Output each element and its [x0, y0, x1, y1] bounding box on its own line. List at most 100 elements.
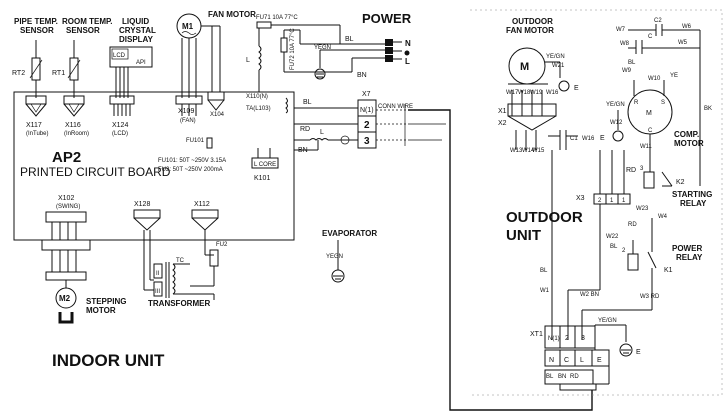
w9-label: W9: [622, 68, 632, 74]
tc-label: TC: [176, 258, 185, 264]
power-relay-label-2: RELAY: [676, 253, 703, 262]
comp-ye-gn-label: YE/GN: [606, 102, 625, 108]
lcd-label-3: DISPLAY: [119, 35, 154, 44]
k1-label: K1: [664, 267, 673, 274]
x3-2-label: 2: [598, 198, 602, 204]
x7-2-label: 2: [364, 120, 370, 131]
x7-n-label: N(1): [360, 107, 374, 114]
x7-bl-label: BL: [303, 99, 312, 106]
fuse-fu101: FU101 FU101: 50T ~250V 3.15A FU2: 50T ~2…: [158, 137, 226, 173]
fu71-label: FU71 10A 77°C: [256, 15, 298, 21]
outdoor-unit-title: OUTDOOR: [506, 209, 583, 226]
x2-label: X2: [498, 120, 507, 127]
xt1-rd-label: RD: [570, 374, 579, 380]
outdoor-lower-wiring: [551, 150, 653, 340]
pcb-board: [13, 91, 295, 241]
transformer-tc: TC II III: [144, 258, 190, 298]
room-temp-sensor-label: ROOM TEMP.: [62, 17, 113, 26]
x117-label: X117: [26, 122, 42, 129]
evaporator: EVAPORATOR YEGN: [322, 229, 377, 283]
xt1-bn-label: BN: [558, 374, 566, 380]
x104-label: X104: [210, 112, 225, 118]
bl2-label: BL: [610, 244, 618, 250]
connector-x112: X112: [191, 201, 219, 256]
connector-x117: X117 (InTube): [25, 95, 48, 137]
pipe-temp-sensor-label-2: SENSOR: [20, 26, 54, 35]
x124-sub: (LCD): [112, 131, 128, 137]
x109-label: X109: [178, 108, 194, 115]
comp-s-label: S: [661, 100, 665, 106]
comp-c-label: C: [648, 128, 653, 134]
w16-label: W16: [546, 90, 559, 96]
outdoor-fan-m-label: M: [520, 61, 529, 73]
k1-2-label: 2: [622, 248, 626, 254]
relay-k101: L CORE K101: [251, 148, 279, 182]
ta-label: TA(L103): [246, 106, 271, 112]
x109-sub: (FAN): [180, 118, 196, 124]
w16-b-label: W16: [582, 136, 595, 142]
k2-3-label: 3: [640, 166, 644, 172]
x117-sub: (InTube): [26, 131, 48, 137]
xt1-c-label: C: [564, 357, 569, 364]
outdoor-frame: [470, 9, 723, 396]
lcd-label: LIQUID: [122, 17, 149, 26]
w4-label: W4: [658, 214, 668, 220]
capacitor-c1: C1 W16: [548, 130, 595, 150]
x7-3-label: 3: [364, 136, 370, 147]
starting-relay-label-2: RELAY: [680, 199, 707, 208]
rt2-label: RT2: [12, 70, 25, 77]
rt2-sensor: RT2: [12, 40, 43, 98]
power-relay-k1: 2 K1 POWER RELAY: [622, 218, 703, 300]
xt1-e-label: E: [597, 357, 602, 364]
pipe-temp-sensor-label: PIPE TEMP.: [14, 17, 58, 26]
lcd-box-label: LCD: [113, 53, 126, 59]
w13-label: W13: [510, 148, 523, 154]
fu2-spec: FU2: 50T ~250V 200mA: [158, 167, 223, 173]
m1-label: M1: [182, 22, 194, 31]
connector-x104: X104: [207, 91, 225, 118]
w12-label: W12: [610, 120, 623, 126]
w17-label: W17: [506, 90, 519, 96]
power-l-label: L: [405, 57, 410, 66]
power-relay-label: POWER: [672, 244, 702, 253]
comp-motor-label: COMP.: [674, 130, 699, 139]
xt1-bl-label: BL: [546, 374, 554, 380]
x7-l-label: L: [320, 129, 324, 136]
fan-ye-gn-label: YE/GN: [546, 54, 565, 60]
power-plug: N L: [385, 39, 411, 66]
fu2-label: FU2: [216, 242, 228, 248]
stepping-motor-label: STEPPING: [86, 297, 126, 306]
api-label: API: [136, 60, 146, 66]
lcd-module: LCD API: [109, 46, 153, 98]
power-n-label: N: [405, 39, 411, 48]
power-earth-dot: [404, 50, 410, 56]
conn-wire-label: CONN WIRE: [378, 104, 413, 110]
xt1-e2-label: E: [636, 349, 641, 356]
outdoor-fan-motor: M W17 W18 W19 X1 X2 W13 W14 W15 W16 YE/G…: [498, 47, 579, 154]
x116-sub: (InRoom): [64, 131, 89, 137]
xt1-ye-gn-label: YE/GN: [598, 318, 617, 324]
xt1-n-label: N: [549, 357, 554, 364]
cap-ye-label: YE: [670, 73, 678, 79]
w1-label: W1: [540, 288, 550, 294]
power-bl-label: BL: [345, 36, 354, 43]
x7-rd-label: RD: [300, 126, 310, 133]
fan-e-label: E: [574, 85, 579, 92]
power-bn-label: BN: [357, 72, 367, 79]
fuse-fu71: FU71 10A 77°C: [256, 15, 298, 29]
indoor-outdoor-cable-1: [408, 109, 593, 411]
x124-label: X124: [112, 122, 128, 129]
w23-label: W23: [636, 206, 649, 212]
x128-label: X128: [134, 201, 150, 208]
outdoor-unit-title-2: UNIT: [506, 227, 541, 244]
fuse-fu2: FU2: [190, 242, 228, 300]
fu101-spec: FU101: 50T ~250V 3.15A: [158, 158, 226, 164]
starting-relay-k2: 3 K2 STARTING RELAY: [640, 166, 712, 208]
c-small-label: C: [648, 34, 653, 40]
x1-label: X1: [498, 108, 507, 115]
bk-label: BK: [704, 106, 712, 112]
lcd-label-2: CRYSTAL: [119, 26, 156, 35]
x112-label: X112: [194, 201, 210, 208]
coil-iii-label: III: [155, 289, 160, 295]
